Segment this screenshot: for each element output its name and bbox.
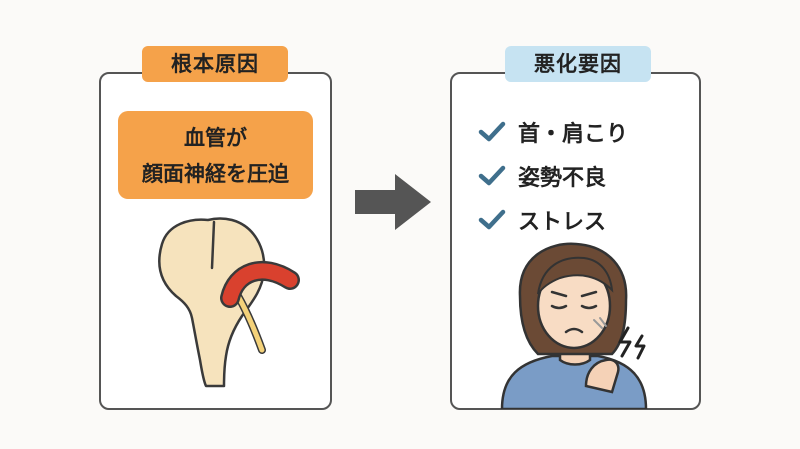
callout-line-2: 顔面神経を圧迫 xyxy=(142,162,289,186)
factor-label: 首・肩こり xyxy=(518,122,629,147)
check-icon xyxy=(478,121,506,142)
brainstem-illustration xyxy=(158,217,300,388)
check-icon xyxy=(478,165,506,186)
brain-shape-icon xyxy=(158,217,266,388)
woman-neck-pain-illustration xyxy=(500,242,648,409)
pain-lightning-icon xyxy=(634,334,646,360)
factor-label: 姿勢不良 xyxy=(518,166,607,191)
root-cause-callout: 血管が 顔面神経を圧迫 xyxy=(118,111,313,199)
arrow-right-icon xyxy=(355,174,431,230)
list-item: ストレス xyxy=(478,198,628,242)
factor-checklist: 首・肩こり 姿勢不良 ストレス xyxy=(478,110,628,242)
root-cause-tag: 根本原因 xyxy=(142,46,288,82)
aggravating-factors-tag: 悪化要因 xyxy=(505,46,651,82)
list-item: 首・肩こり xyxy=(478,110,628,154)
list-item: 姿勢不良 xyxy=(478,154,628,198)
callout-line-1: 血管が xyxy=(184,126,247,150)
pain-lightning-icon xyxy=(618,326,632,358)
check-icon xyxy=(478,209,506,230)
factor-label: ストレス xyxy=(518,210,607,235)
